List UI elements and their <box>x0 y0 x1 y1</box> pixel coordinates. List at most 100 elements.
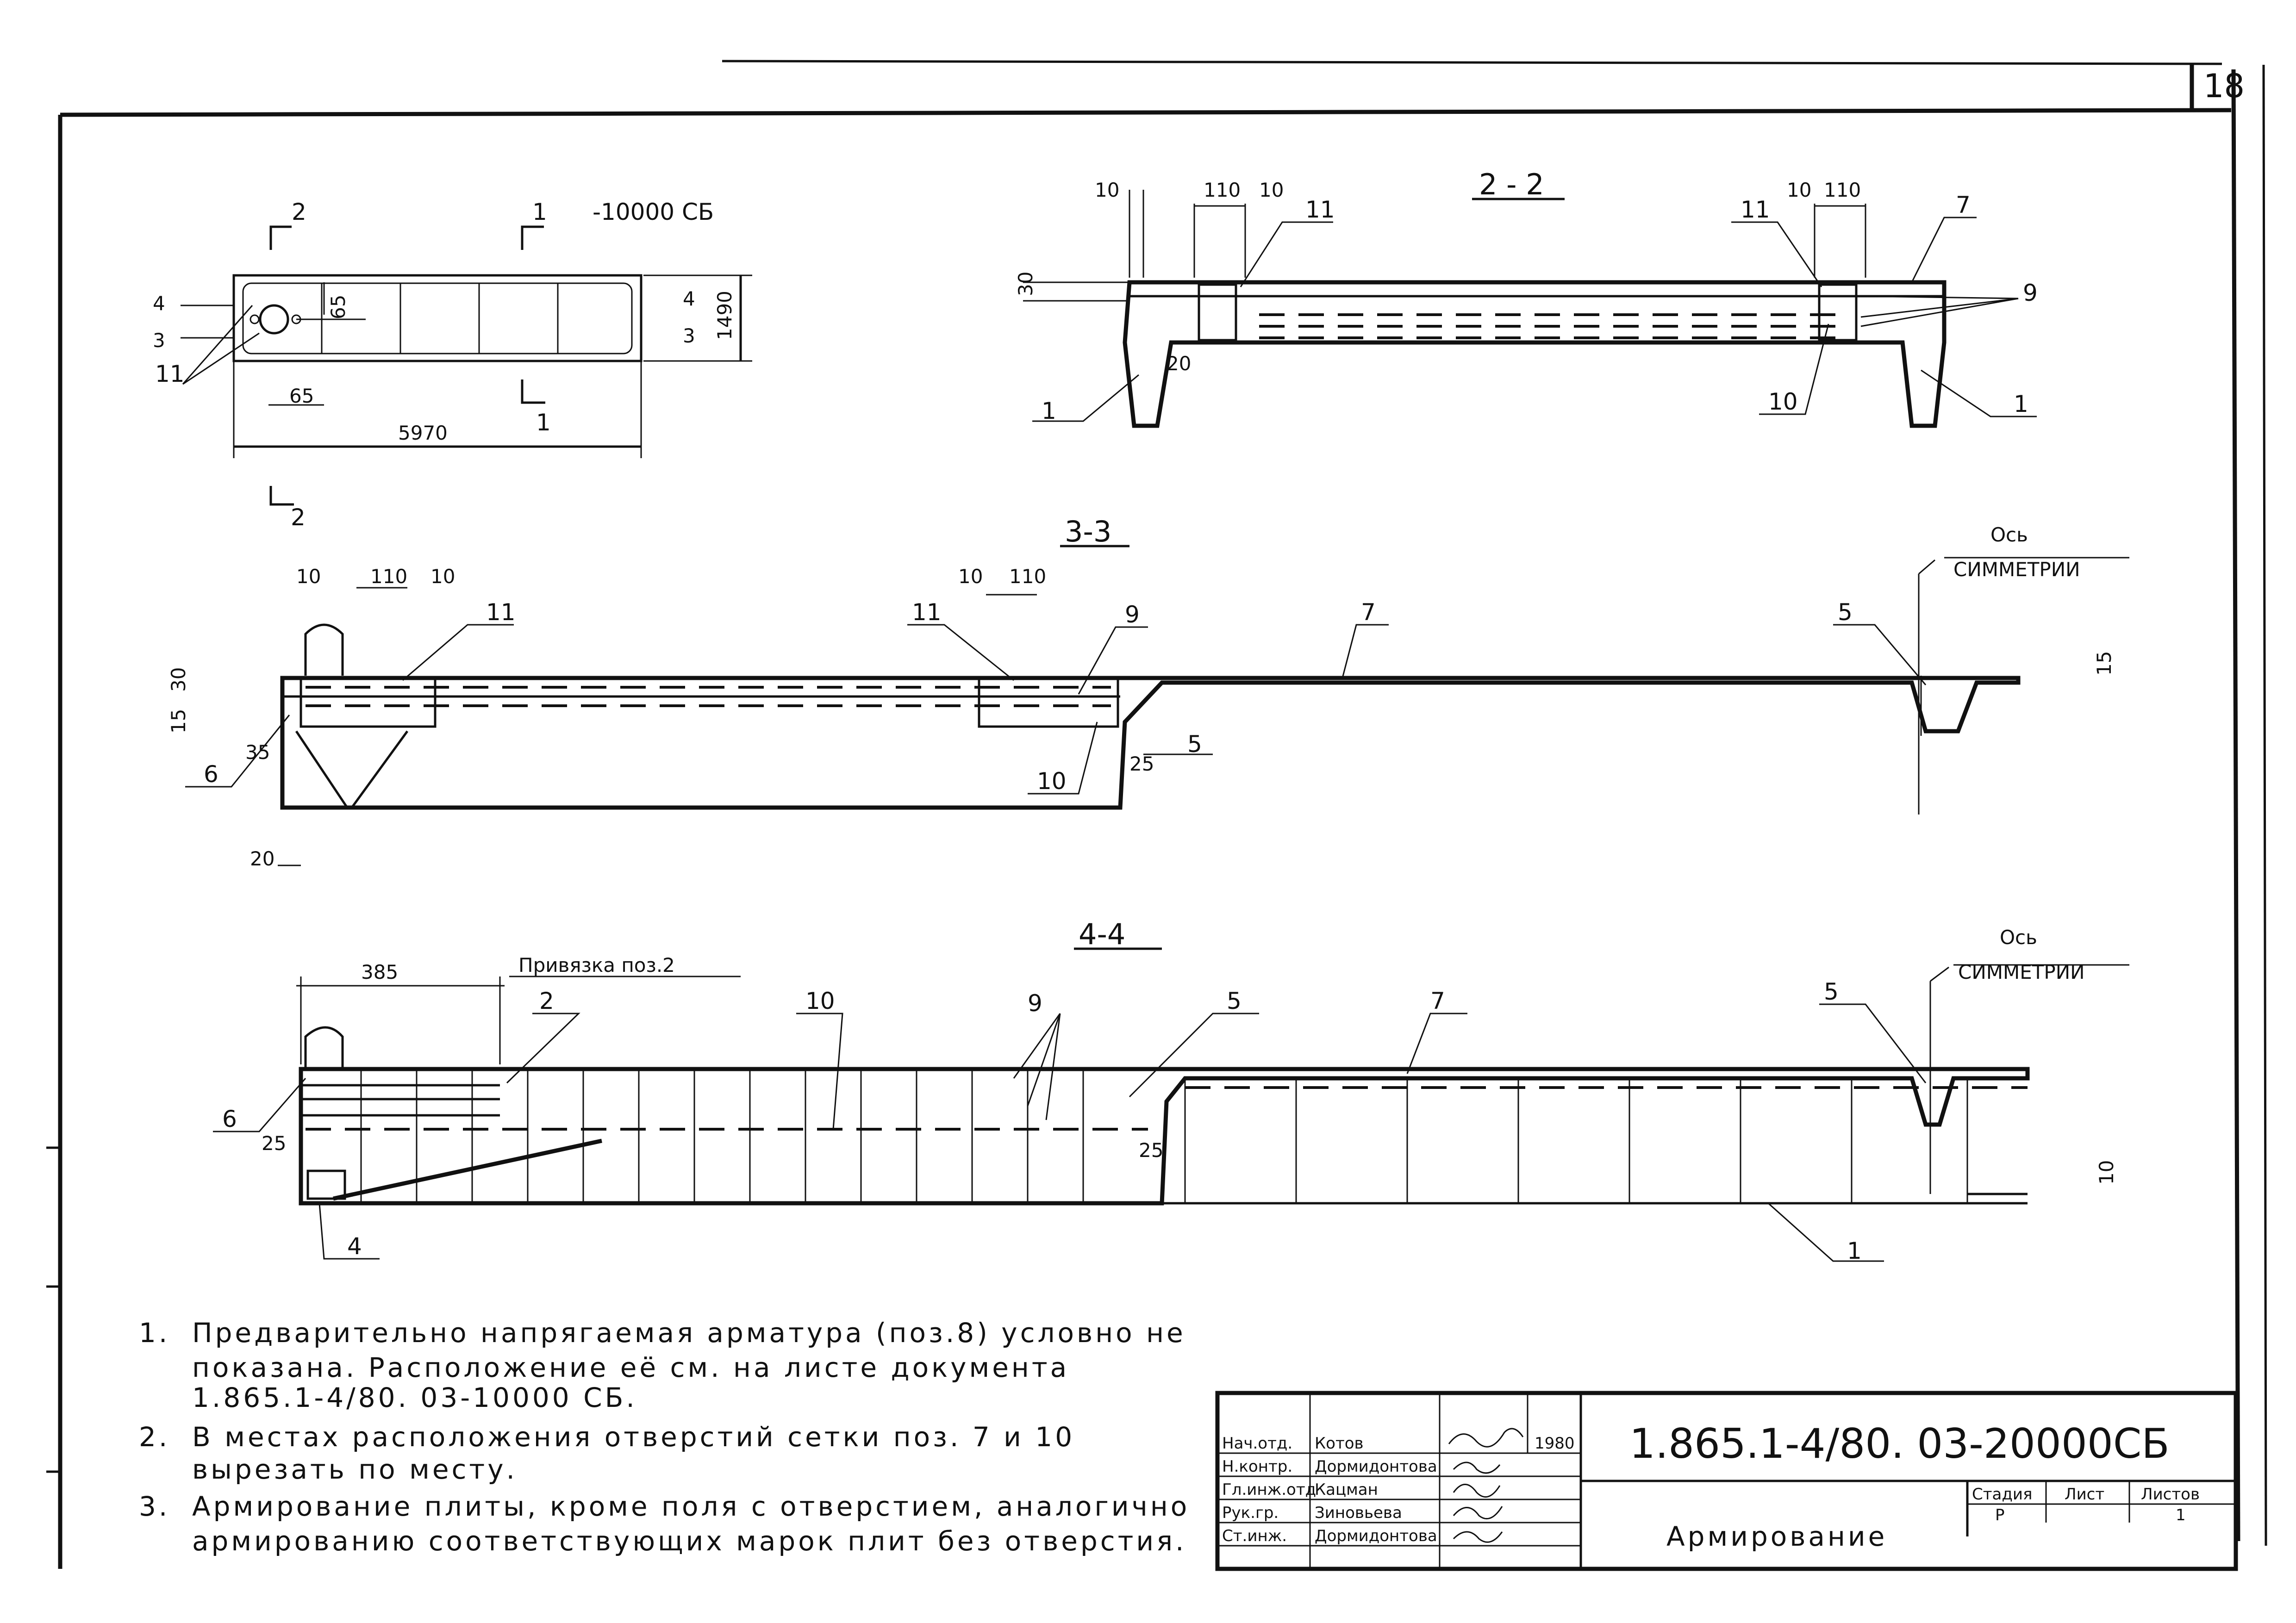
cut-2-bottom: 2 <box>291 504 306 531</box>
sheet-frame: 18 <box>46 60 2267 1569</box>
dim-3-right: 3 <box>683 324 695 347</box>
s44-dim-10: 10 <box>2095 1160 2118 1185</box>
tb-name-1: Котов <box>1315 1434 1364 1453</box>
s44-axis-label-2: СИММЕТРИИ <box>1958 961 2085 983</box>
section-4-4-title: 4-4 <box>1079 917 1125 951</box>
s33-dim-10b: 10 <box>430 565 455 588</box>
dim-3-left: 3 <box>153 329 165 352</box>
s44-axis-label-1: Ось <box>2000 926 2037 949</box>
s33-dim-110a: 110 <box>370 565 407 588</box>
s44-callout-6: 6 <box>222 1106 237 1132</box>
s44-binding-label: Привязка поз.2 <box>518 954 675 976</box>
plan-view: 2 2 1 1 -10000 СБ 5970 1490 65 65 4 3 4 … <box>153 199 752 531</box>
note-2-line-1: В местах расположения отверстий сетки по… <box>192 1421 1075 1453</box>
tb-year-1: 1980 <box>1535 1434 1575 1453</box>
s33-callout-11b: 11 <box>912 599 942 626</box>
cut-1-top: 1 <box>532 199 547 225</box>
note-1-line-3: 1.865.1-4/80. 03-10000 СБ. <box>192 1382 637 1413</box>
note-2-number: 2. <box>139 1421 170 1453</box>
cut-1-bottom: 1 <box>536 409 551 436</box>
s44-callout-10: 10 <box>805 988 835 1014</box>
title-block: Нач.отд. Котов 1980 Н.контр. Дормидонтов… <box>1215 1391 2238 1571</box>
signatures <box>1448 1428 1524 1543</box>
section-3-3-title: 3-3 <box>1065 515 1111 548</box>
s22-callout-9: 9 <box>2023 280 2038 306</box>
tb-role-4: Рук.гр. <box>1222 1504 1279 1522</box>
notes-block: 1. Предварительно напрягаемая арматура (… <box>139 1317 1190 1557</box>
tb-sheets: 1 <box>2176 1506 2186 1524</box>
s44-callout-5a: 5 <box>1227 988 1242 1014</box>
tb-sheets-header: Листов <box>2141 1485 2200 1504</box>
tb-name-5: Дормидонтова <box>1315 1527 1437 1545</box>
s22-callout-11a: 11 <box>1305 196 1335 223</box>
s22-callout-1a: 1 <box>1042 398 1056 424</box>
tb-role-2: Н.контр. <box>1222 1457 1292 1476</box>
s33-dim-20: 20 <box>250 847 275 870</box>
s44-callout-2: 2 <box>539 988 554 1014</box>
note-3-line-2: армированию соответствующих марок плит б… <box>192 1525 1186 1557</box>
s22-dim-10b: 10 <box>1259 179 1284 201</box>
cut-2-top: 2 <box>292 199 306 225</box>
s33-dim-15-right: 15 <box>2093 651 2115 676</box>
dim-65-v: 65 <box>327 295 349 319</box>
tb-role-1: Нач.отд. <box>1222 1434 1292 1453</box>
section-2-2: 2 - 2 10 110 10 10 110 30 20 11 11 7 9 <box>1014 168 2038 428</box>
s33-axis-label-1: Ось <box>1990 523 2028 546</box>
s44-callout-1: 1 <box>1847 1237 1862 1264</box>
s33-callout-9: 9 <box>1125 601 1140 628</box>
s44-dim-385: 385 <box>361 961 398 983</box>
section-4-4: 4-4 <box>213 917 2129 1264</box>
callout-11-plan: 11 <box>155 361 185 387</box>
s44-dim-25-right: 25 <box>1139 1139 1163 1162</box>
tb-role-3: Гл.инж.отд <box>1222 1480 1316 1499</box>
tb-document-code: 1.865.1-4/80. 03-20000СБ <box>1629 1420 2170 1468</box>
tb-role-5: Ст.инж. <box>1222 1527 1287 1545</box>
tb-name-3: Кацман <box>1315 1480 1378 1499</box>
s33-callout-7: 7 <box>1361 599 1376 626</box>
dim-65: 65 <box>289 385 314 407</box>
s22-dim-30: 30 <box>1014 272 1037 296</box>
dim-4-left: 4 <box>153 292 165 315</box>
note-1-number: 1. <box>139 1317 170 1349</box>
s22-dim-110b: 110 <box>1824 179 1861 201</box>
s33-callout-10: 10 <box>1037 768 1067 795</box>
s33-dim-10a: 10 <box>296 565 321 588</box>
dim-4-right: 4 <box>683 287 695 310</box>
sheet-number: 18 <box>2203 67 2245 105</box>
note-3-line-1: Армирование плиты, кроме поля с отверсти… <box>192 1491 1190 1522</box>
tb-sheet-header: Лист <box>2065 1485 2104 1504</box>
note-3-number: 3. <box>139 1491 170 1522</box>
section-2-2-title: 2 - 2 <box>1479 168 1544 201</box>
s33-dim-30: 30 <box>167 667 190 692</box>
s22-callout-11b: 11 <box>1741 196 1770 223</box>
s22-callout-10: 10 <box>1768 388 1798 415</box>
plate-opening <box>259 304 289 335</box>
s22-dim-10a: 10 <box>1095 179 1119 201</box>
s22-dim-20: 20 <box>1167 352 1191 375</box>
section-3-3: 3-3 Ось СИММЕТРИИ 10 110 10 10 110 30 15… <box>167 515 2129 870</box>
note-1-line-2: показана. Расположение её см. на листе д… <box>192 1352 1069 1383</box>
s33-callout-5b: 5 <box>1187 731 1202 758</box>
stirrup-lines <box>360 1069 1968 1203</box>
s22-dim-10c: 10 <box>1787 179 1811 201</box>
note-1-line-1: Предварительно напрягаемая арматура (поз… <box>192 1317 1186 1349</box>
s22-dim-110a: 110 <box>1204 179 1241 201</box>
s22-callout-1b: 1 <box>2014 391 2028 417</box>
s33-dim-15: 15 <box>167 709 190 734</box>
s33-dim-25: 25 <box>1129 752 1154 775</box>
note-2-line-2: вырезать по месту. <box>192 1454 518 1485</box>
plan-length: 5970 <box>398 422 448 444</box>
s22-callout-7: 7 <box>1956 192 1971 218</box>
plan-mark: -10000 СБ <box>593 199 714 225</box>
s44-callout-5b: 5 <box>1824 978 1839 1005</box>
s44-callout-7: 7 <box>1430 988 1445 1014</box>
plan-width: 1490 <box>713 291 736 340</box>
tb-stage: Р <box>1995 1506 2005 1524</box>
s33-axis-label-2: СИММЕТРИИ <box>1953 558 2080 581</box>
s33-callout-6: 6 <box>204 761 218 788</box>
tb-name-2: Дормидонтова <box>1315 1457 1437 1476</box>
s33-dim-10c: 10 <box>958 565 983 588</box>
s33-dim-110b: 110 <box>1009 565 1046 588</box>
s44-callout-9: 9 <box>1028 990 1042 1017</box>
